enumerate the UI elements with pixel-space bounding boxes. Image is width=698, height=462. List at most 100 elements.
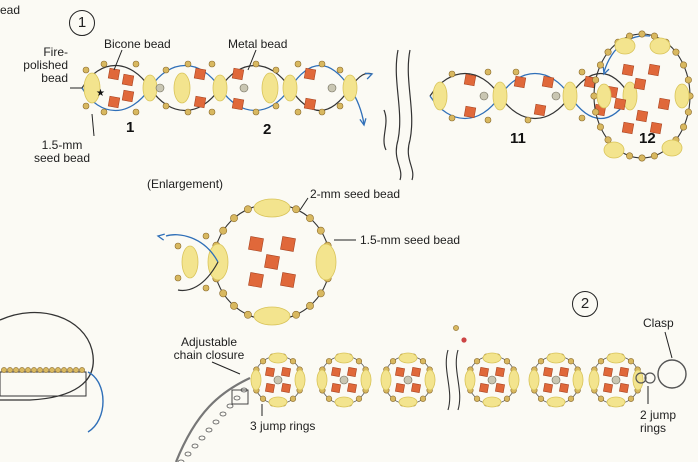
bicone-bead	[232, 98, 244, 110]
seed-bead	[673, 49, 679, 55]
metal-bead	[328, 84, 336, 92]
enlargement-title: (Enlargement)	[147, 178, 223, 191]
seed-bead	[390, 358, 396, 364]
chain-link	[213, 420, 219, 424]
seed-bead	[568, 358, 574, 364]
metal-bead	[552, 376, 560, 384]
seed-bead	[317, 227, 324, 234]
seed-bead	[73, 367, 78, 372]
fire-polished-bead	[143, 75, 157, 101]
seed-bead	[185, 109, 191, 115]
bicone-bead	[636, 110, 648, 122]
metal-bead	[240, 84, 248, 92]
seed-bead	[538, 358, 544, 364]
fire-polished-bead	[335, 397, 353, 407]
bicone-leader	[114, 50, 122, 70]
seed-bead	[101, 109, 107, 115]
bicone-bead	[281, 383, 290, 392]
seed-bead	[175, 243, 181, 249]
fire-polished-bead	[316, 244, 336, 280]
fire-polished-bead	[399, 397, 417, 407]
bicone-bead	[280, 272, 295, 287]
bicone-bead-label: Bicone bead	[104, 38, 171, 51]
metal-bead	[612, 376, 620, 384]
seed-bead	[133, 61, 139, 67]
seed-bead	[163, 103, 169, 109]
bicone-bead	[543, 367, 552, 376]
bicone-bead	[622, 122, 634, 134]
seed-bead	[453, 325, 458, 330]
bicone-bead	[395, 383, 404, 392]
metal-bead	[340, 376, 348, 384]
seed-bead	[420, 358, 426, 364]
bicone-bead	[347, 383, 356, 392]
bicone-bead	[194, 68, 206, 80]
seed-bead	[592, 77, 598, 83]
fire-polished-bead	[615, 38, 635, 54]
seed-bead	[568, 396, 574, 402]
bicone-bead	[264, 254, 279, 269]
seed-bead	[598, 358, 604, 364]
seed-bead	[513, 69, 519, 75]
seed-bead	[319, 61, 325, 67]
seed-bead-2mm-label: 2-mm seed bead	[310, 188, 400, 201]
seed-bead	[326, 396, 332, 402]
seed-bead	[43, 367, 48, 372]
adjustable-chain-closure-label: Adjustable chain closure	[150, 336, 268, 362]
seed-bead	[253, 61, 259, 67]
seed-bead	[685, 77, 691, 83]
seed-bead	[220, 290, 227, 297]
clasp-ring	[658, 360, 686, 388]
seed-bead	[83, 103, 89, 109]
seed-bead	[253, 109, 259, 115]
seed-bead	[628, 358, 634, 364]
arrow-head	[603, 67, 609, 74]
bicone-bead	[281, 367, 290, 376]
bicone-bead	[265, 367, 274, 376]
bicone-bead	[614, 98, 626, 110]
seed-bead	[356, 358, 362, 364]
seed-bead	[25, 367, 30, 372]
seed-bead	[605, 137, 611, 143]
seed-bead	[175, 275, 181, 281]
bicone-bead	[331, 367, 340, 376]
break-mark	[408, 50, 413, 180]
fire-polished-bead	[317, 370, 327, 390]
fire-polished-bead	[604, 142, 624, 158]
seed-bead	[31, 367, 36, 372]
seed-bead	[680, 62, 686, 68]
break-mark	[396, 50, 401, 180]
break-mark	[384, 110, 386, 150]
seed-bead	[67, 367, 72, 372]
chain-link	[234, 396, 240, 400]
fire-polished-bead	[483, 353, 501, 363]
seed-bead	[474, 396, 480, 402]
fire-polished-bead	[589, 370, 599, 390]
bicone-bead	[304, 98, 316, 110]
unit-number-2: 2	[263, 121, 271, 138]
chain-link	[220, 412, 226, 416]
bicone-bead	[542, 76, 554, 88]
three-jump-rings-label: 3 jump rings	[250, 420, 315, 433]
seed-bead	[579, 115, 585, 121]
metal-bead	[274, 376, 282, 384]
bicone-bead	[347, 367, 356, 376]
fire-polished-bead	[269, 397, 287, 407]
bicone-bead	[619, 383, 628, 392]
fire-polished-bead-label: Fire- polished bead	[8, 46, 68, 85]
bicone-bead	[479, 383, 488, 392]
bicone-bead	[559, 367, 568, 376]
seed-bead	[292, 206, 299, 213]
fire-polished-bead	[483, 397, 501, 407]
bicone-bead	[619, 367, 628, 376]
bicone-bead	[194, 96, 206, 108]
seed-bead	[290, 396, 296, 402]
red-dot	[461, 337, 466, 342]
fire-polished-bead	[174, 73, 190, 103]
partial-blue-arc	[88, 372, 103, 432]
seed-bead	[680, 124, 686, 130]
seed-bead	[37, 367, 42, 372]
seed-bead	[639, 31, 645, 37]
seed-bead	[244, 206, 251, 213]
